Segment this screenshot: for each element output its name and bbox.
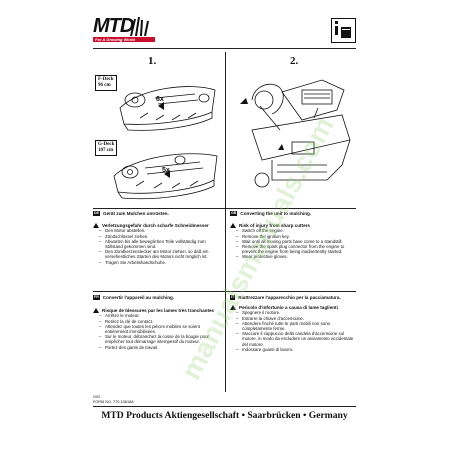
list-gb: Switch off the engine. Remove the igniti… [230, 228, 356, 259]
warning-de: Verletzungsgefahr durch scharfe Schneidm… [93, 223, 221, 228]
list-item: Attendez que toutes les pièces mobiles s… [99, 324, 221, 334]
list-item: Indossare guanti di lavoro. [236, 347, 356, 352]
warning-it-text: Pericolo d'infortunio a causa di lame ta… [239, 305, 338, 310]
section-title-gb-text: Converting the unit to mulching. [240, 211, 312, 216]
section-title-de-text: Gerät zum Mulchen umrüsten. [103, 211, 169, 216]
warning-gb-text: Risk of injury from sharp cutters [239, 223, 310, 228]
warning-fr-text: Risque de blessures par les lames très t… [102, 308, 215, 313]
warning-triangle-icon [230, 305, 236, 310]
footer-rule [93, 406, 356, 407]
f-deck-count: 6x [156, 96, 164, 103]
logo-tagline: For A Growing World [93, 37, 155, 42]
list-it: Spegnere il motore. Estrarre la chiave d… [230, 310, 356, 352]
warning-gb: Risk of injury from sharp cutters [230, 223, 356, 228]
section-rule [93, 291, 356, 292]
info-manual-icon [331, 18, 356, 43]
list-item: Wear protective gloves. [236, 254, 356, 259]
list-item: Attendere finché tutte le parti mobili n… [236, 321, 356, 331]
list-item: Zündschlüssel ziehen. [99, 234, 221, 239]
figure-text-rule [93, 208, 356, 209]
warning-triangle-icon [93, 223, 99, 228]
section-title-fr-text: Convertir l'appareil au mulching. [102, 295, 175, 300]
list-item: Switch off the engine. [236, 228, 356, 233]
lang-badge-fr: FR [93, 295, 100, 301]
section-title-it-text: Riattrezzare l'apparecchio per la paccia… [238, 295, 341, 300]
lang-badge-it: IT [230, 295, 236, 300]
warning-triangle-icon [230, 223, 236, 228]
company-footer: MTD Products Aktiengesellschaft • Saarbr… [101, 410, 348, 421]
list-item: Wait until all moving parts have come to… [236, 239, 356, 244]
list-fr: Arrêtez le moteur. Retirez la clé de con… [93, 313, 221, 350]
figure-number-1: 1. [148, 55, 157, 67]
lang-badge-de: DE [93, 211, 100, 217]
page-code: G02 [93, 395, 101, 399]
f-deck-label: F-Deck 96 cm [95, 75, 117, 91]
list-item: Remove the ignition key. [236, 234, 356, 239]
list-item: Tragen Sie Arbeitshandschuhe. [99, 260, 221, 265]
warning-it: Pericolo d'infortunio a causa di lame ta… [230, 305, 356, 310]
g-deck-count: 5x [162, 167, 170, 174]
form-number: FORM NO. 770-10618A [93, 400, 134, 404]
mtd-logo: MTD For A Growing World [93, 15, 155, 43]
warning-fr: Risque de blessures par les lames très t… [93, 308, 221, 313]
list-item: Portez des gants de travail. [99, 345, 221, 350]
list-item: Remove the spark plug connector from the… [236, 244, 356, 254]
list-item: Staccare il cappuccio della candela d'ac… [236, 331, 356, 347]
header-rule [93, 48, 356, 49]
lang-badge-gb: GB [230, 211, 238, 217]
column-divider [225, 52, 226, 392]
list-item: Arrêtez le moteur. [99, 313, 221, 318]
warning-triangle-icon [93, 308, 99, 313]
list-item: Retirez la clé de contact. [99, 319, 221, 324]
list-item: Den Motor abstellen. [99, 228, 221, 233]
figure-1-mower-deck-illustration [113, 86, 218, 200]
warning-de-text: Verletzungsgefahr durch scharfe Schneidm… [102, 223, 209, 228]
figure-number-2: 2. [290, 55, 299, 67]
list-item: Sur le moteur, débranchez la cosse de la… [99, 334, 221, 344]
list-item: Den Zündkerzenstecker am Motor ziehen, s… [99, 249, 221, 259]
figure-2-mower-engine-illustration [240, 79, 351, 188]
list-item: Spegnere il motore. [236, 310, 356, 315]
list-item: Abwarten bis alle beweglichen Teile voll… [99, 239, 221, 249]
logo-text: MTD [93, 15, 134, 37]
logo-grass-icon [130, 17, 149, 36]
list-item: Estrarre la chiave d'accensione. [236, 316, 356, 321]
g-deck-label: G-Deck 107 cm [95, 140, 118, 156]
list-de: Den Motor abstellen. Zündschlüssel ziehe… [93, 228, 221, 265]
